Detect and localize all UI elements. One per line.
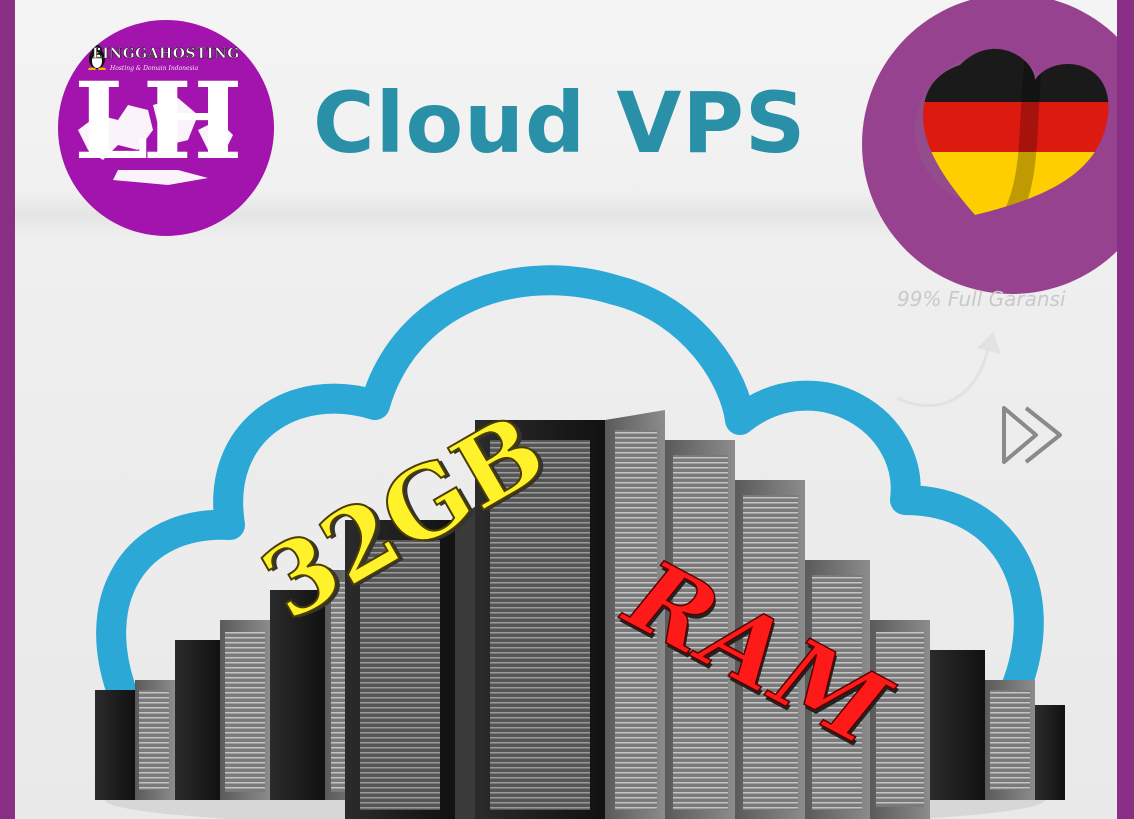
guarantee-text: 99% Full Garansi [897, 287, 1066, 311]
logo-initials: LH [74, 58, 243, 183]
server-racks-right [805, 560, 1065, 819]
brand-logo: LH LINGGAHOSTING Hosting & Domain Indone… [58, 20, 274, 236]
curved-arrow-icon [896, 332, 1001, 408]
page-title: Cloud VPS [313, 74, 807, 172]
server-racks-center [345, 410, 805, 819]
indonesia-map-icon [78, 98, 233, 185]
logo-brand-name: LINGGAHOSTING [92, 46, 240, 63]
play-icon[interactable] [1000, 404, 1070, 466]
cloud-icon [96, 265, 1044, 715]
banner-canvas: Cloud VPS LH LINGGAHOSTING Hosting [15, 0, 1117, 819]
tux-penguin-icon [88, 45, 106, 70]
cloud-server-illustration [95, 265, 1065, 819]
logo-tagline: Hosting & Domain Indonesia [110, 65, 199, 72]
germany-flag-heart-icon [915, 48, 1109, 216]
